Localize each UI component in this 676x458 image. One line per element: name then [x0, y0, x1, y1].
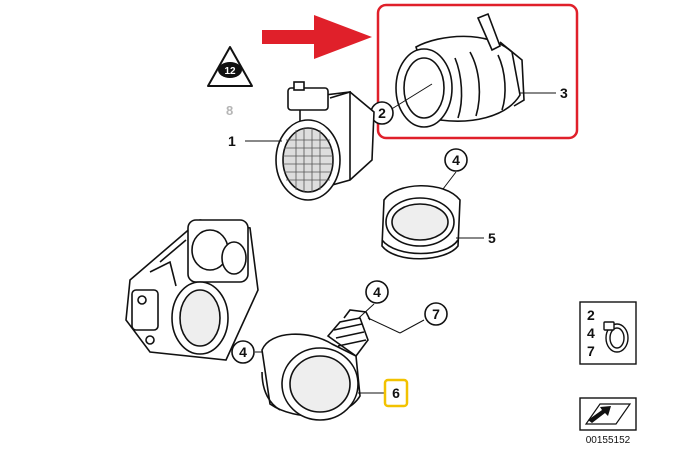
highlight-box-part-6: [383, 378, 409, 408]
callout-4-left: [231, 340, 255, 364]
legend-catalog-box: [579, 397, 637, 431]
triangle-warning-icon: 12: [207, 46, 253, 87]
part-5-rubber-ring: [381, 184, 461, 260]
catalog-arrow-icon: [584, 403, 632, 425]
label-8: 8: [226, 103, 233, 118]
label-1: 1: [228, 133, 236, 149]
sensor-mesh: [283, 128, 333, 192]
part-3-intake-boot: [395, 12, 525, 128]
legend-number-7: 7: [587, 343, 595, 359]
legend-number-4: 4: [587, 325, 595, 341]
callout-4-upper-number: 4: [452, 152, 460, 168]
legend-number-2: 2: [587, 307, 595, 323]
callout-4-left-number: 4: [239, 344, 247, 360]
leader-2: [389, 83, 433, 111]
callout-7-number: 7: [432, 306, 440, 322]
red-arrow-icon: [262, 15, 372, 59]
callout-4-middle: [365, 280, 389, 304]
part-1-air-flow-sensor: [275, 81, 375, 201]
throttle-body: [125, 219, 259, 361]
highlight-box-part-3: [376, 3, 579, 140]
callout-4-upper: [444, 148, 468, 172]
callout-2-number: 2: [378, 105, 386, 121]
part-6-intake-elbow: [261, 309, 371, 421]
callout-7: [424, 302, 448, 326]
hose-clamp-icon: [603, 321, 629, 353]
label-3: 3: [560, 85, 568, 101]
leader-7: [367, 317, 401, 334]
leader-7b: [399, 319, 425, 334]
legend-clamp-box: 2 4 7: [579, 301, 637, 365]
warning-symbol-text: 12: [224, 66, 236, 77]
diagram-id: 00155152: [586, 435, 631, 446]
label-5: 5: [488, 230, 496, 246]
callout-4-middle-number: 4: [373, 284, 381, 300]
label-6: 6: [392, 385, 400, 401]
